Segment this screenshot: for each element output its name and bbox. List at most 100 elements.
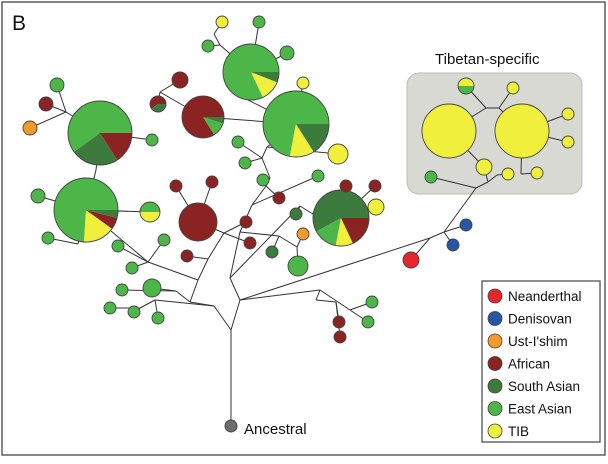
network-edge <box>430 176 477 189</box>
network-edge <box>213 305 232 331</box>
haplotype-node <box>41 231 55 245</box>
network-edge <box>429 231 445 239</box>
haplotype-node <box>367 198 385 216</box>
haplotype-node <box>38 96 54 112</box>
pie-slice <box>341 218 369 244</box>
network-edge <box>213 33 221 46</box>
haplotype-node <box>561 135 575 149</box>
haplotype-node <box>111 239 125 253</box>
pie-slice <box>296 124 329 152</box>
tibetan-specific-region <box>406 72 583 195</box>
legend-swatch-east_asian <box>487 401 503 416</box>
pie-slice <box>86 210 118 218</box>
haplotype-node <box>446 238 460 252</box>
network-edge <box>147 261 199 281</box>
haplotype-node <box>421 103 477 159</box>
network-edge <box>315 289 321 301</box>
haplotype-node <box>332 315 346 329</box>
haplotype-node <box>361 315 375 329</box>
haplotype-node <box>139 201 161 223</box>
network-edge <box>154 299 215 307</box>
haplotype-node <box>53 177 119 243</box>
haplotype-node <box>222 43 280 101</box>
haplotype-node <box>327 143 349 165</box>
legend-label-neanderthal: Neanderthal <box>508 289 582 304</box>
haplotype-node <box>67 100 133 166</box>
haplotype-node <box>180 249 194 263</box>
haplotype-node <box>501 167 515 181</box>
legend: NeanderthalDenisovanUst-I'shimAfricanSou… <box>481 280 601 443</box>
legend-swatch-tib <box>487 423 503 439</box>
haplotype-node <box>475 158 493 176</box>
network-nodes <box>22 15 575 433</box>
legend-swatch-ust_ishim <box>487 333 503 349</box>
network-edge <box>239 231 280 237</box>
pie-slice <box>458 78 474 86</box>
network-edge <box>229 277 241 301</box>
pie-slice <box>100 133 132 161</box>
network-edge <box>487 174 498 183</box>
legend-swatch-south_asian <box>487 378 503 394</box>
haplotype-node <box>256 173 270 187</box>
haplotype-node <box>252 15 266 29</box>
haplotype-node <box>151 311 165 325</box>
pie-slice <box>86 210 117 229</box>
legend-swatch-neanderthal <box>487 288 503 304</box>
network-edge <box>443 187 477 233</box>
root-label: Ancestral <box>244 421 307 438</box>
haplotype-node <box>368 179 382 193</box>
haplotype-node <box>169 179 183 193</box>
haplotype-node <box>312 189 370 247</box>
haplotype-node <box>457 77 475 95</box>
haplotype-node <box>279 45 295 61</box>
haplotype-node <box>339 179 353 193</box>
network-edge <box>229 231 241 279</box>
haplotype-node <box>181 95 225 139</box>
haplotype-node <box>494 103 550 159</box>
pie-slice <box>68 101 132 152</box>
haplotype-node <box>49 77 65 93</box>
pie-slice <box>223 44 279 101</box>
legend-label-ust_ishim: Ust-I'shim <box>508 334 568 349</box>
legend-label-south_asian: South Asian <box>508 379 580 394</box>
haplotype-node <box>530 166 544 180</box>
region-label: Tibetan-specific <box>435 51 540 68</box>
panel-label: B <box>12 12 26 35</box>
pie-slice <box>251 72 279 83</box>
network-edge <box>261 157 271 179</box>
network-edge <box>278 235 298 248</box>
haplotype-node <box>459 218 473 232</box>
pie-slice <box>458 86 474 94</box>
haplotype-node <box>215 15 229 29</box>
haplotype-node <box>296 76 310 90</box>
haplotype-node <box>103 301 117 315</box>
pie-slice <box>251 72 278 98</box>
pie-slice <box>203 117 223 135</box>
haplotype-node <box>115 283 129 297</box>
legend-label-tib: TIB <box>508 424 529 439</box>
haplotype-node <box>424 170 438 184</box>
haplotype-node <box>201 39 215 53</box>
network-edge <box>229 205 301 279</box>
haplotype-node <box>125 261 139 275</box>
haplotype-node <box>238 156 252 170</box>
pie-slice <box>182 95 224 138</box>
haplotype-node <box>149 95 167 113</box>
pie-slice <box>313 190 369 232</box>
network-edge <box>251 185 267 206</box>
network-edge <box>319 289 351 311</box>
haplotype-node <box>311 169 325 183</box>
network-edge <box>230 299 241 331</box>
network-edge <box>139 299 156 309</box>
network-edge <box>261 146 268 159</box>
network-edge <box>239 237 431 301</box>
pie-slice <box>140 202 160 212</box>
pie-slice <box>335 218 353 246</box>
legend-label-african: African <box>508 357 550 372</box>
haplotype-node <box>231 135 245 149</box>
haplotype-node <box>333 330 347 344</box>
haplotype-node <box>22 120 38 136</box>
haplotype-node <box>145 133 159 147</box>
pie-slice <box>151 104 166 112</box>
